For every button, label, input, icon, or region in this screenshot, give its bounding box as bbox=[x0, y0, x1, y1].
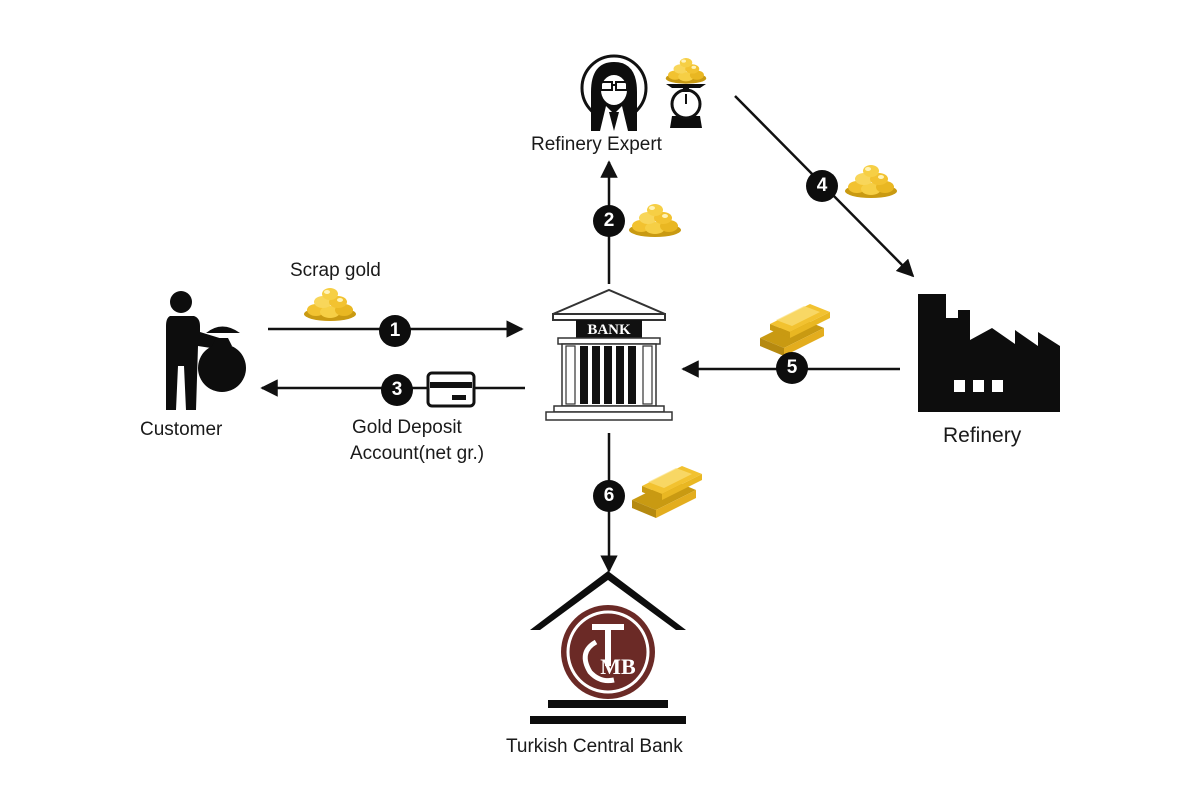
gold-deposit-label-line2: Account(net gr.) bbox=[350, 443, 485, 464]
step-badge-4: 4 bbox=[806, 170, 838, 202]
step-badge-3: 3 bbox=[381, 374, 413, 406]
scrap-gold-label: Scrap gold bbox=[290, 260, 381, 281]
gold-bars-step5 bbox=[760, 304, 830, 356]
step-badge-5: 5 bbox=[776, 352, 808, 384]
gold-bars-step6 bbox=[632, 466, 702, 518]
central-bank-logo-text: MB bbox=[600, 654, 636, 679]
customer-icon bbox=[166, 291, 246, 410]
step-badge-2: 2 bbox=[593, 205, 625, 237]
central-bank-label: Turkish Central Bank bbox=[506, 736, 683, 757]
refinery-label: Refinery bbox=[943, 424, 1022, 447]
gold-nuggets-step2 bbox=[629, 204, 681, 237]
scale-icon bbox=[666, 84, 706, 128]
credit-card-icon bbox=[426, 371, 476, 408]
gold-nuggets-step1 bbox=[304, 288, 356, 321]
gold-nuggets-on-scale bbox=[665, 57, 707, 84]
bank-icon: BANK bbox=[545, 288, 673, 421]
gold-deposit-label-line1: Gold Deposit bbox=[352, 417, 462, 438]
step-badge-1: 1 bbox=[379, 315, 411, 347]
refinery-expert-label: Refinery Expert bbox=[531, 134, 662, 155]
gold-nuggets-step4 bbox=[845, 165, 897, 198]
central-bank-icon: MB bbox=[530, 571, 686, 724]
refinery-icon bbox=[918, 294, 1060, 412]
refinery-expert-icon bbox=[580, 54, 648, 131]
customer-label: Customer bbox=[140, 419, 223, 440]
bank-sign: BANK bbox=[587, 322, 631, 338]
step-badge-6: 6 bbox=[593, 480, 625, 512]
